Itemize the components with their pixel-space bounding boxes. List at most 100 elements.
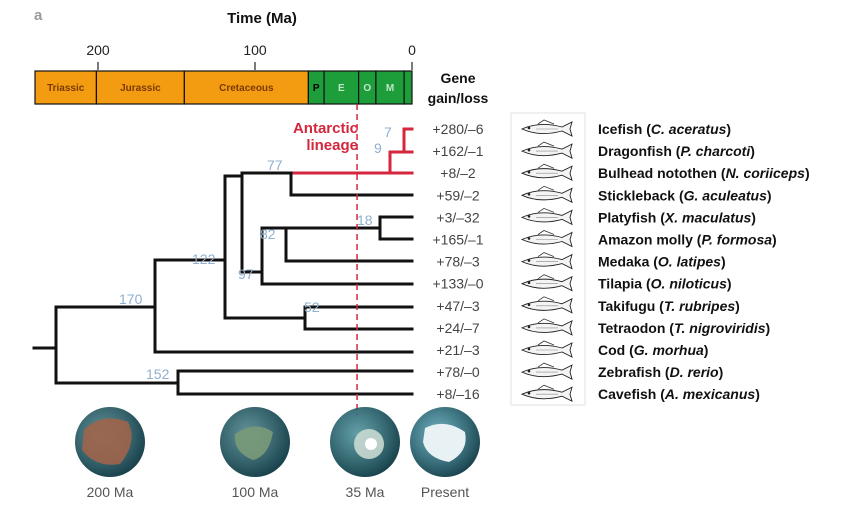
paren: ) xyxy=(727,276,732,292)
gain-loss-value: +8/–2 xyxy=(440,165,476,181)
paren: ( xyxy=(656,209,665,225)
gain-loss-value: +21/–3 xyxy=(436,342,479,358)
species-scientific-name: C. aceratus xyxy=(651,121,727,137)
gene-header-line1: Gene xyxy=(440,70,475,86)
period-block xyxy=(323,70,360,105)
species-name: Platyfish (X. maculatus) xyxy=(598,209,756,225)
paren: ) xyxy=(735,298,740,314)
time-axis-title: Time (Ma) xyxy=(227,10,297,27)
node-age: 152 xyxy=(146,366,170,382)
period-block xyxy=(95,70,185,105)
gain-loss-value: +162/–1 xyxy=(433,143,484,159)
species-common-name: Stickleback xyxy=(598,187,675,203)
paleo-globe: 35 Ma xyxy=(330,407,400,500)
antarctic-lineage-label-line2: lineage xyxy=(306,137,358,154)
tick-label: 100 xyxy=(243,42,267,58)
species-common-name: Dragonfish xyxy=(598,143,672,159)
species-common-name: Bulhead notothen xyxy=(598,165,717,181)
paren: ) xyxy=(805,165,810,181)
fish-drawing-icon xyxy=(520,207,573,226)
paren: ( xyxy=(625,342,634,358)
fish-drawing-icon xyxy=(520,296,573,314)
species-name: Icefish (C. aceratus) xyxy=(598,121,731,137)
species-common-name: Tetraodon xyxy=(598,320,665,336)
species-name: Bulhead notothen (N. coriiceps) xyxy=(598,165,810,181)
paren: ) xyxy=(719,364,724,380)
paren: ( xyxy=(649,254,658,270)
fish-drawing-icon xyxy=(520,274,573,292)
node-age: 9 xyxy=(374,140,382,156)
paleo-globe: Present xyxy=(410,407,480,500)
species-scientific-name: T. nigroviridis xyxy=(674,320,766,336)
paren: ) xyxy=(704,342,709,358)
paren: ( xyxy=(661,364,670,380)
fish-drawing-icon xyxy=(520,141,573,159)
globe-age-label: Present xyxy=(421,484,469,500)
globe-age-label: 35 Ma xyxy=(346,484,385,500)
paren: ( xyxy=(675,187,684,203)
paleo-globe: 100 Ma xyxy=(220,407,290,500)
node-age-labels: 7 9 77 18 82 122 97 52 170 152 xyxy=(119,124,392,382)
species-scientific-name: P. formosa xyxy=(701,232,772,248)
species-common-name: Cavefish xyxy=(598,386,656,402)
species-name: Zebrafish (D. rerio) xyxy=(598,364,723,380)
paleo-globes: 200 Ma 100 Ma 35 Ma Present xyxy=(75,407,480,500)
paleo-globe: 200 Ma xyxy=(75,407,145,500)
node-age: 97 xyxy=(238,266,254,282)
period-block xyxy=(34,70,98,105)
paren: ( xyxy=(656,386,665,402)
fish-drawing-icon xyxy=(520,340,573,358)
species-common-name: Medaka xyxy=(598,254,650,270)
species-common-name: Zebrafish xyxy=(598,364,661,380)
phylogenetic-tree xyxy=(32,127,414,396)
species-scientific-name: N. coriiceps xyxy=(726,165,806,181)
globe-age-label: 100 Ma xyxy=(232,484,279,500)
gain-loss-value: +165/–1 xyxy=(433,232,484,248)
species-common-name: Platyfish xyxy=(598,209,656,225)
species-name: Stickleback (G. aculeatus) xyxy=(598,187,772,203)
fish-illustrations xyxy=(510,112,586,406)
species-scientific-name: O. niloticus xyxy=(651,276,727,292)
species-scientific-name: D. rerio xyxy=(670,364,719,380)
node-age: 18 xyxy=(357,212,373,228)
node-age: 7 xyxy=(384,124,392,140)
paren: ( xyxy=(642,121,651,137)
gain-loss-value: +78/–3 xyxy=(436,254,479,270)
period-label: P xyxy=(313,83,320,94)
gain-loss-value: +133/–0 xyxy=(433,276,484,292)
fish-drawing-icon xyxy=(520,362,573,380)
gain-loss-value: +24/–7 xyxy=(436,320,479,336)
period-label: O xyxy=(363,83,371,94)
gain-loss-value: +8/–16 xyxy=(436,386,479,402)
species-common-name: Cod xyxy=(598,342,625,358)
fish-drawing-icon xyxy=(520,119,573,137)
node-age: 77 xyxy=(267,157,283,173)
gain-loss-value: +3/–32 xyxy=(436,209,479,225)
paren: ) xyxy=(726,121,731,137)
paren: ( xyxy=(672,143,681,159)
fish-drawing-icon xyxy=(520,318,573,336)
period-label: Cretaceous xyxy=(219,83,274,94)
period-label: M xyxy=(386,83,394,94)
node-age: 170 xyxy=(119,291,143,307)
paren: ) xyxy=(766,320,771,336)
paren: ) xyxy=(721,254,726,270)
paren: ) xyxy=(767,187,772,203)
node-age: 82 xyxy=(260,226,276,242)
node-age: 52 xyxy=(304,299,320,315)
paren: ) xyxy=(772,232,777,248)
species-name: Dragonfish (P. charcoti) xyxy=(598,143,755,159)
species-scientific-name: P. charcoti xyxy=(680,143,751,159)
fish-drawing-icon xyxy=(520,163,573,182)
species-name: Cavefish (A. mexicanus) xyxy=(598,386,760,402)
paren: ( xyxy=(642,276,651,292)
paren: ( xyxy=(665,320,674,336)
period-block xyxy=(403,70,413,105)
species-scientific-name: X. maculatus xyxy=(664,209,752,225)
tick-label: 200 xyxy=(86,42,110,58)
period-label: Triassic xyxy=(47,83,85,94)
species-name: Amazon molly (P. formosa) xyxy=(598,232,777,248)
period-block xyxy=(183,70,309,105)
paren: ) xyxy=(755,386,760,402)
